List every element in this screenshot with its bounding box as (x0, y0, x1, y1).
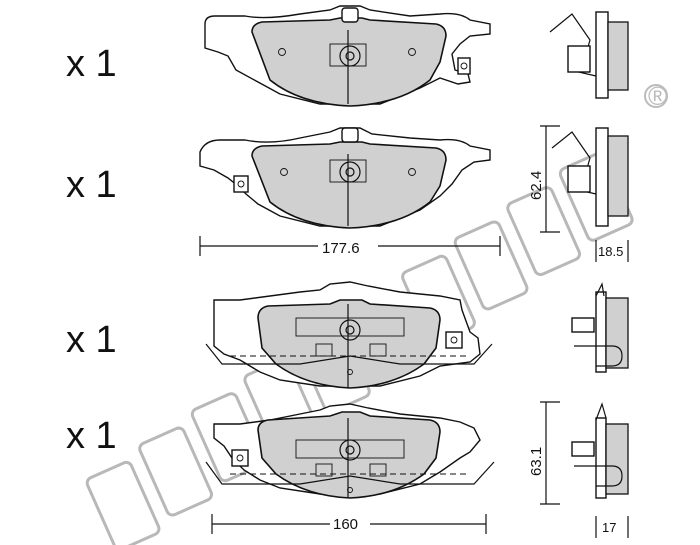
pad-4-side-spring (574, 465, 623, 487)
pad-3-center-mark (347, 369, 353, 375)
pad-2-front-view (199, 127, 491, 229)
dimension-thickness-lower-value: 17 (602, 520, 616, 535)
pad-4-friction-material (257, 411, 441, 499)
pad-1-side-clip-body (567, 45, 591, 73)
pad-4-side-clip-body (571, 441, 595, 457)
pad-1-friction-material (251, 17, 447, 107)
pad-2-top-tab (341, 127, 359, 143)
pad-3-side-spring (574, 345, 623, 367)
pad-2-friction-material (251, 141, 447, 229)
pad-2-side-plate (595, 127, 609, 227)
pad-1-front-view (204, 5, 491, 107)
quantity-label-2: x 1 (66, 164, 117, 206)
pad-2-side-clip-body (567, 165, 591, 193)
pad-3-piston-hole (345, 325, 355, 335)
pad-4-wear-clip (231, 449, 249, 467)
dimension-width-lower-value: 160 (333, 516, 358, 533)
pad-3-side-view (571, 282, 629, 373)
registered-mark: ® (648, 81, 667, 111)
pad-3-sensor-bar (295, 317, 405, 337)
pad-4-wire-spring (205, 461, 495, 485)
pad-1-wear-clip-hole (460, 62, 468, 70)
dimension-label-bg-lower (330, 514, 370, 530)
pad-4-center-mark (347, 487, 353, 493)
dimension-label-bg-upper (318, 238, 378, 254)
pad-1-side-view (549, 11, 629, 99)
pad-2-rivet-left (280, 168, 288, 176)
pad-3-side-clip-body (571, 317, 595, 333)
dimension-width-upper: 177.6 (199, 236, 501, 257)
pad-1-wear-clip (457, 57, 471, 75)
pad-3-friction-material (257, 299, 441, 389)
pad-1-piston-hole (345, 51, 355, 61)
pad-1-rivet-left (278, 48, 286, 56)
pad-4-spring-clip-right (369, 463, 387, 477)
dimension-height-upper-value: 62.4 (528, 171, 545, 200)
quantity-label-4: x 1 (66, 415, 117, 457)
pad-2-wear-clip-hole (237, 180, 245, 188)
pad-4-side-tab (595, 402, 607, 421)
pad-4-spring-clip-left (315, 463, 333, 477)
pad-1-side-plate (595, 11, 609, 99)
dimension-height-lower-value: 63.1 (528, 447, 545, 476)
pad-1-rivet-right (408, 48, 416, 56)
quantity-label-3: x 1 (66, 319, 117, 361)
pad-1-piston-ring (339, 45, 361, 67)
pad-1-side-friction (607, 21, 629, 91)
dimension-width-upper-value: 177.6 (322, 240, 360, 257)
pad-3-side-friction (605, 297, 629, 369)
pad-3-side-tab (595, 282, 605, 297)
pad-4-side-view: 63.1 (528, 401, 629, 505)
thickness-dimension-lower: 17 (595, 516, 629, 538)
pad-4-piston-ring (339, 439, 361, 461)
pad-2-piston-hole (345, 167, 355, 177)
pad-2-wear-clip (233, 175, 249, 193)
pad-3-front-view (205, 281, 493, 389)
pad-2-side-friction (607, 135, 629, 217)
dimension-thickness-upper-value: 18.5 (598, 244, 623, 259)
pad-4-wear-clip-hole (236, 454, 244, 462)
pad-3-side-plate (595, 291, 607, 373)
pad-3-spring-clip-right (369, 343, 387, 357)
pad-2-piston-ring (339, 161, 361, 183)
dimension-width-lower: 160 (211, 514, 487, 534)
pad-1-top-tab (341, 7, 359, 23)
pad-3-piston-ring (339, 319, 361, 341)
pad-3-wear-clip-hole (450, 336, 458, 344)
pad-4-front-view (205, 403, 495, 499)
pad-4-side-friction (605, 423, 629, 495)
registered-mark-circle (644, 84, 668, 108)
pad-2-side-view: 62.4 (528, 125, 629, 233)
thickness-dimension-upper: 18.5 (595, 240, 629, 262)
pad-4-piston-hole (345, 445, 355, 455)
pad-2-rivet-right (408, 168, 416, 176)
quantity-label-1: x 1 (66, 43, 117, 85)
pad-3-wear-clip (445, 331, 463, 349)
